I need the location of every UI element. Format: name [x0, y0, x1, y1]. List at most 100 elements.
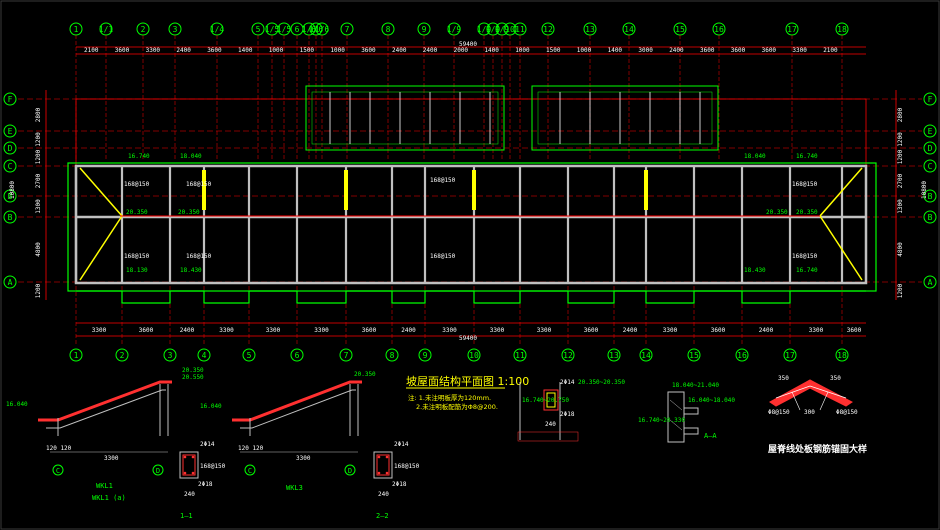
bottom-axis-bubble — [197, 348, 211, 362]
right-axis-label: A — [928, 278, 933, 287]
section-1-1-bar — [183, 455, 187, 459]
bottom-outline — [76, 290, 866, 304]
top-axis-label: 18 — [837, 25, 847, 34]
aa-hatch — [669, 399, 683, 411]
right-dim-text: 2700 — [897, 173, 904, 188]
right-axis-bubble — [923, 189, 937, 203]
bottom-dim-text: 3300 — [92, 327, 107, 334]
ridge-bar-left: Φ8@150 — [768, 409, 790, 416]
aa-slab — [683, 427, 699, 435]
wkl3-axis-c-label: C — [248, 467, 252, 475]
section-1-1-bar — [191, 471, 195, 475]
top-axis-label: 1/9 — [477, 25, 492, 34]
left-dim-text: 1200 — [35, 132, 42, 147]
bottom-axis-label: 15 — [689, 351, 699, 360]
top-axis-label: 1/6 — [315, 25, 330, 34]
top-axis-label: 2 — [141, 25, 146, 34]
left-axis-label: E — [8, 127, 13, 136]
left-axis-bubble — [3, 210, 17, 224]
bottom-dim-text: 3600 — [584, 327, 599, 334]
top-axis-label: 9 — [422, 25, 427, 34]
right-dim-text: 1200 — [897, 283, 904, 298]
top-dim-text: 3600 — [700, 47, 715, 54]
wkl3-dim-b: 3300 — [296, 455, 311, 462]
ridge-dim-right: 350 — [830, 375, 841, 382]
top-axis-label: 8 — [386, 25, 391, 34]
plan-elevation: 18.040 — [744, 153, 766, 160]
section-2-2-stirrups: 168@150 — [394, 463, 420, 470]
ridge-outline — [769, 379, 853, 407]
top-axis-label: 10 — [505, 25, 515, 34]
bottom-axis-bubble — [835, 348, 849, 362]
top-dim-text: 3600 — [115, 47, 130, 54]
aa-elev-2: 16.040~18.040 — [688, 397, 735, 404]
bottom-axis-bubble — [242, 348, 256, 362]
wkl1-elev-2: 20.350 — [182, 367, 204, 374]
wkl1-elev-4: 16.040 — [200, 403, 222, 410]
right-axis-label: B — [928, 213, 933, 222]
column-mark — [644, 170, 648, 210]
slab-mark: 168@150 — [792, 253, 818, 260]
roof-inner-left — [311, 91, 499, 145]
col-detail-elev-a: 20.350~20.350 — [578, 379, 625, 386]
wkl3-roof-beam-outer — [232, 380, 362, 422]
ridge-rebar — [775, 385, 847, 399]
top-axis-label: 13 — [585, 25, 595, 34]
top-dim-text: 2400 — [423, 47, 438, 54]
top-dim-text: 1000 — [330, 47, 345, 54]
plan-note-2: 2.未注明板配筋为Φ8@200. — [416, 402, 498, 411]
bottom-dim-text: 2400 — [401, 327, 416, 334]
column-mark — [344, 170, 348, 210]
bottom-axis-bubble — [69, 348, 83, 362]
top-dim-text: 3300 — [146, 47, 161, 54]
wkl3-axis-d — [344, 464, 356, 476]
slab-mark: 168@150 — [124, 181, 150, 188]
bottom-axis-label: 14 — [641, 351, 651, 360]
column-section-detail: 2Φ14 20.350~20.350 16.740~20.750 240 2Φ1… — [517, 379, 625, 442]
roof-block-right — [531, 85, 719, 151]
bottom-axis-label: 6 — [295, 351, 300, 360]
right-axis-bubble — [923, 124, 937, 138]
section-1-1-width: 240 — [184, 491, 195, 498]
aa-section-detail: 18.040~21.040 16.040~18.040 16.740~20.33… — [638, 382, 735, 443]
bottom-axis-bubble — [783, 348, 797, 362]
section-2-2-bot-bars: 2Φ18 — [392, 481, 407, 488]
top-dim-text: 1000 — [515, 47, 530, 54]
top-dim-text: 3000 — [638, 47, 653, 54]
bottom-axis-bubble — [735, 348, 749, 362]
top-dim-text: 1400 — [484, 47, 499, 54]
top-dim-text: 1500 — [546, 47, 561, 54]
top-dim-text: 2400 — [392, 47, 407, 54]
right-dim-text: 1300 — [897, 199, 904, 214]
section-2-2: 2Φ14 168@150 2Φ18 240 2—2 — [373, 441, 420, 520]
bottom-total-dimension: 59400 — [459, 335, 477, 342]
plan-elevation: 20.350 — [796, 209, 818, 216]
slab-mark: 168@150 — [430, 253, 456, 260]
col-detail-width: 240 — [545, 421, 556, 428]
left-dim-text: 2700 — [35, 173, 42, 188]
top-dim-text: 3300 — [792, 47, 807, 54]
bottom-axis-label: 5 — [247, 351, 252, 360]
left-dim-text: 1300 — [35, 199, 42, 214]
section-2-2-label: 2—2 — [376, 512, 389, 520]
left-dim-text: 1200 — [35, 283, 42, 298]
bottom-axis-label: 2 — [120, 351, 125, 360]
right-axis-bubble — [923, 92, 937, 106]
top-axis-label: 1/4 — [210, 25, 225, 34]
col-detail-section — [543, 389, 559, 411]
left-axis-bubble — [3, 159, 17, 173]
left-dim-text: 1200 — [35, 149, 42, 164]
bottom-axis-bubble — [607, 348, 621, 362]
plan-elevation: 16.740 — [128, 153, 150, 160]
aa-slab — [683, 407, 699, 415]
wkl1-elev-1: 16.040 — [6, 401, 28, 408]
aa-label: A—A — [704, 432, 717, 440]
top-axis-label: 15 — [675, 25, 685, 34]
plan-elevation: 20.350 — [126, 209, 148, 216]
aa-wall — [667, 391, 685, 443]
bottom-dim-text: 3300 — [490, 327, 505, 334]
plan-elevation: 16.740 — [796, 267, 818, 274]
